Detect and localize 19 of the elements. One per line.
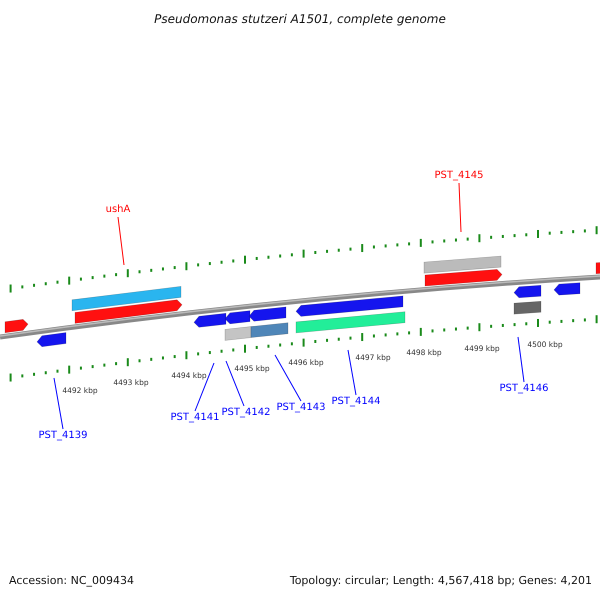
gene-label: PST_4144 xyxy=(332,395,380,409)
leader-line xyxy=(226,360,244,406)
leader-line xyxy=(194,362,214,412)
gene-label: PST_4143 xyxy=(276,401,326,415)
gene-label: PST_4142 xyxy=(222,406,270,420)
title: Pseudomonas stutzeri A1501, complete genome xyxy=(153,11,447,28)
genome-info-text: Topology: circular; Length: 4,567,418 bp; Genes: 4,201 xyxy=(290,574,592,588)
leader-line xyxy=(348,350,356,396)
gene-label: PST_4146 xyxy=(500,382,548,396)
gene-label: PST_4139 xyxy=(38,429,88,443)
leader-line xyxy=(54,378,64,430)
accession-text: Accession: NC_009434 xyxy=(9,574,134,588)
leader-line xyxy=(118,216,124,266)
leader-line xyxy=(274,354,302,402)
leader-line xyxy=(518,336,524,382)
leader-line xyxy=(458,182,462,232)
gene-label: PST_4141 xyxy=(170,411,220,425)
gene-label: ushA xyxy=(106,203,130,217)
gene-label: PST_4145 xyxy=(434,169,484,183)
